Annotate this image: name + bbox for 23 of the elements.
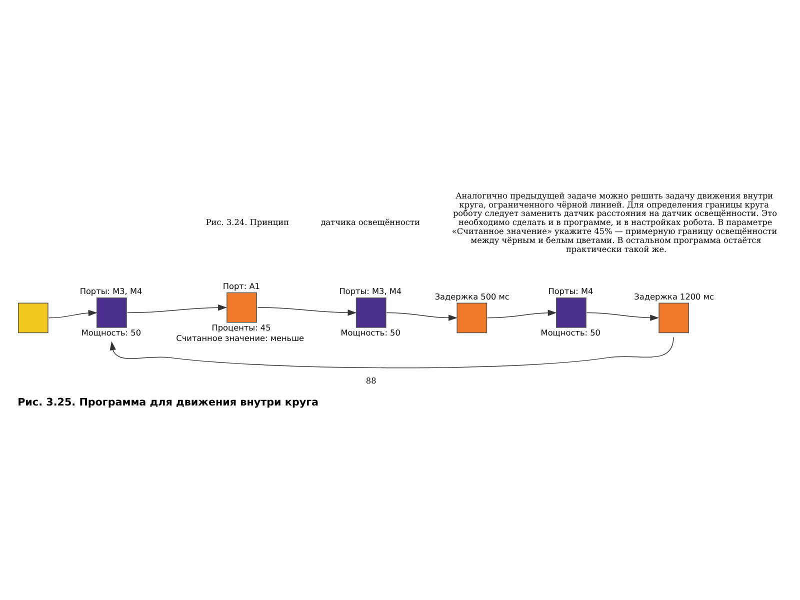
node-label: Задержка 1200 мс: [634, 290, 714, 301]
node-label: Считанное значение: меньше: [176, 332, 304, 342]
node-label: Порты: M4: [548, 286, 594, 296]
label: Аналогично предыдущей задаче можно решить задачу движения внутри круга, ограниченного чёрной линией. Для определения границы круга роботу следует заменить датчик расстояния на датчик освещённости. Это необходимо сделать и в программе, и в настройках робота. В параметре «Считанное значение» укажите 45% — примерную границу освещённости между чёрным и белым цветами. В остальном программа остаётся практически такой же.: [452, 190, 778, 254]
node-label: Порты: M3, M4: [339, 286, 402, 296]
node-label: Мощность: 50: [340, 327, 400, 338]
arrow: [126, 304, 227, 313]
node-label: Мощность: 50: [540, 327, 600, 338]
arrow: [257, 306, 357, 316]
caption: Рис. 3.25. Программа для движения внутри круга: [18, 396, 319, 408]
node-label: Порт: A1: [222, 280, 260, 290]
arrow: [487, 309, 557, 318]
label: 88: [366, 375, 376, 386]
node-label: Задержка 500 мс: [434, 290, 510, 301]
node-label: Мощность: 50: [81, 327, 142, 338]
label: датчика освещённости: [320, 216, 420, 227]
node-label: Порты: M3, M4: [80, 286, 142, 296]
arrow: [586, 312, 660, 320]
arrow: [48, 309, 98, 318]
arrow: [110, 336, 674, 368]
node-label: Проценты: 45: [212, 322, 271, 332]
label: Рис. 3.24. Принцип: [206, 216, 290, 227]
arrow: [386, 312, 458, 320]
